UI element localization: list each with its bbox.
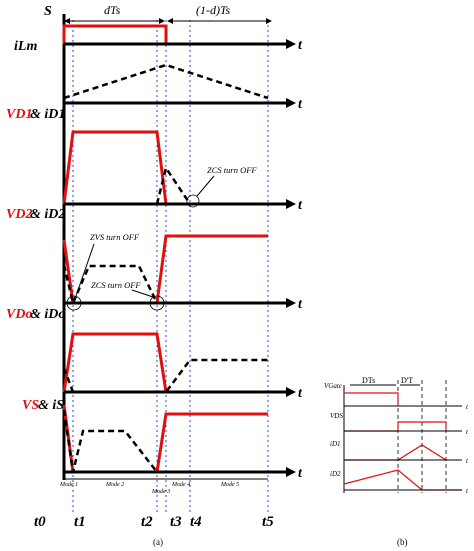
vs-label: VS [22, 398, 39, 413]
svg-text:Mode 2: Mode 2 [105, 482, 124, 488]
ido-wave [62, 358, 268, 394]
mode-labels: Mode 1 Mode 2 Mode 3 Mode 4 Mode 5 [59, 478, 268, 495]
svg-text:t2: t2 [141, 514, 153, 530]
is-label: & iS [38, 398, 64, 413]
vdo-wave [62, 332, 168, 393]
id2-b-label: iD2 [330, 470, 341, 478]
id1-label: & iD1 [30, 107, 65, 122]
s-label: S [44, 4, 52, 19]
id1-wave [155, 164, 192, 205]
svg-text:t: t [466, 487, 469, 495]
svg-text:t5: t5 [262, 514, 274, 530]
svg-text:t: t [466, 457, 469, 465]
svg-text:t0: t0 [34, 514, 46, 530]
dt-prime-label: D'T [401, 376, 413, 385]
svg-text:t: t [298, 297, 303, 312]
svg-text:Mode 1: Mode 1 [59, 482, 78, 488]
zcs-label-2: ZCS turn OFF [91, 280, 141, 290]
id2-wave [62, 264, 159, 307]
zvs-label: ZVS turn OFF [90, 232, 140, 242]
svg-text:t3: t3 [170, 514, 182, 530]
caption-b: (b) [397, 537, 408, 547]
svg-text:t: t [298, 466, 303, 481]
svg-text:t: t [466, 403, 469, 411]
zcs-circle-2 [149, 295, 165, 311]
svg-text:t: t [298, 97, 303, 112]
dts-label: dTs [104, 3, 121, 17]
t-label: t [298, 38, 303, 53]
is-wave [62, 409, 158, 473]
svg-text:t: t [466, 428, 469, 436]
vdo-label: VDo [6, 307, 32, 322]
zcs-circle-1 [186, 194, 200, 208]
period-arrows [64, 18, 272, 24]
time-marks: t0 t1 t2 t3 t4 t5 [34, 514, 274, 530]
id2-label: & iD2 [30, 207, 65, 222]
svg-text:Mode 4: Mode 4 [171, 481, 190, 488]
vd2-wave [62, 234, 268, 305]
id1-b-label: iD1 [330, 440, 341, 448]
ido-label: & iDo [30, 307, 65, 322]
vgate-label: VGate [324, 382, 342, 390]
svg-text:t: t [298, 386, 303, 401]
ilm-wave [63, 63, 269, 100]
one-minus-d-label: (1-d)Ts [196, 3, 231, 17]
panel-b: DTs D'T VGate t VDS t iD1 t iD2 t (b) [324, 376, 469, 547]
vds-label: VDS [330, 412, 343, 420]
zcs-label-1: ZCS turn OFF [207, 165, 257, 175]
svg-text:t4: t4 [190, 514, 202, 530]
ilm-label: iLm [14, 39, 37, 54]
vd1-label: VD1 [6, 107, 32, 122]
svg-text:t: t [298, 198, 303, 213]
gate-signal [62, 24, 268, 46]
svg-text:Mode 3: Mode 3 [151, 489, 170, 495]
caption-a: (a) [153, 537, 163, 547]
svg-text:t1: t1 [74, 514, 86, 530]
zvs-circle [66, 295, 82, 311]
dts-b-label: DTs [362, 376, 375, 385]
svg-text:Mode 5: Mode 5 [220, 482, 239, 488]
vd2-label: VD2 [6, 207, 32, 222]
time-guidelines [72, 20, 269, 515]
